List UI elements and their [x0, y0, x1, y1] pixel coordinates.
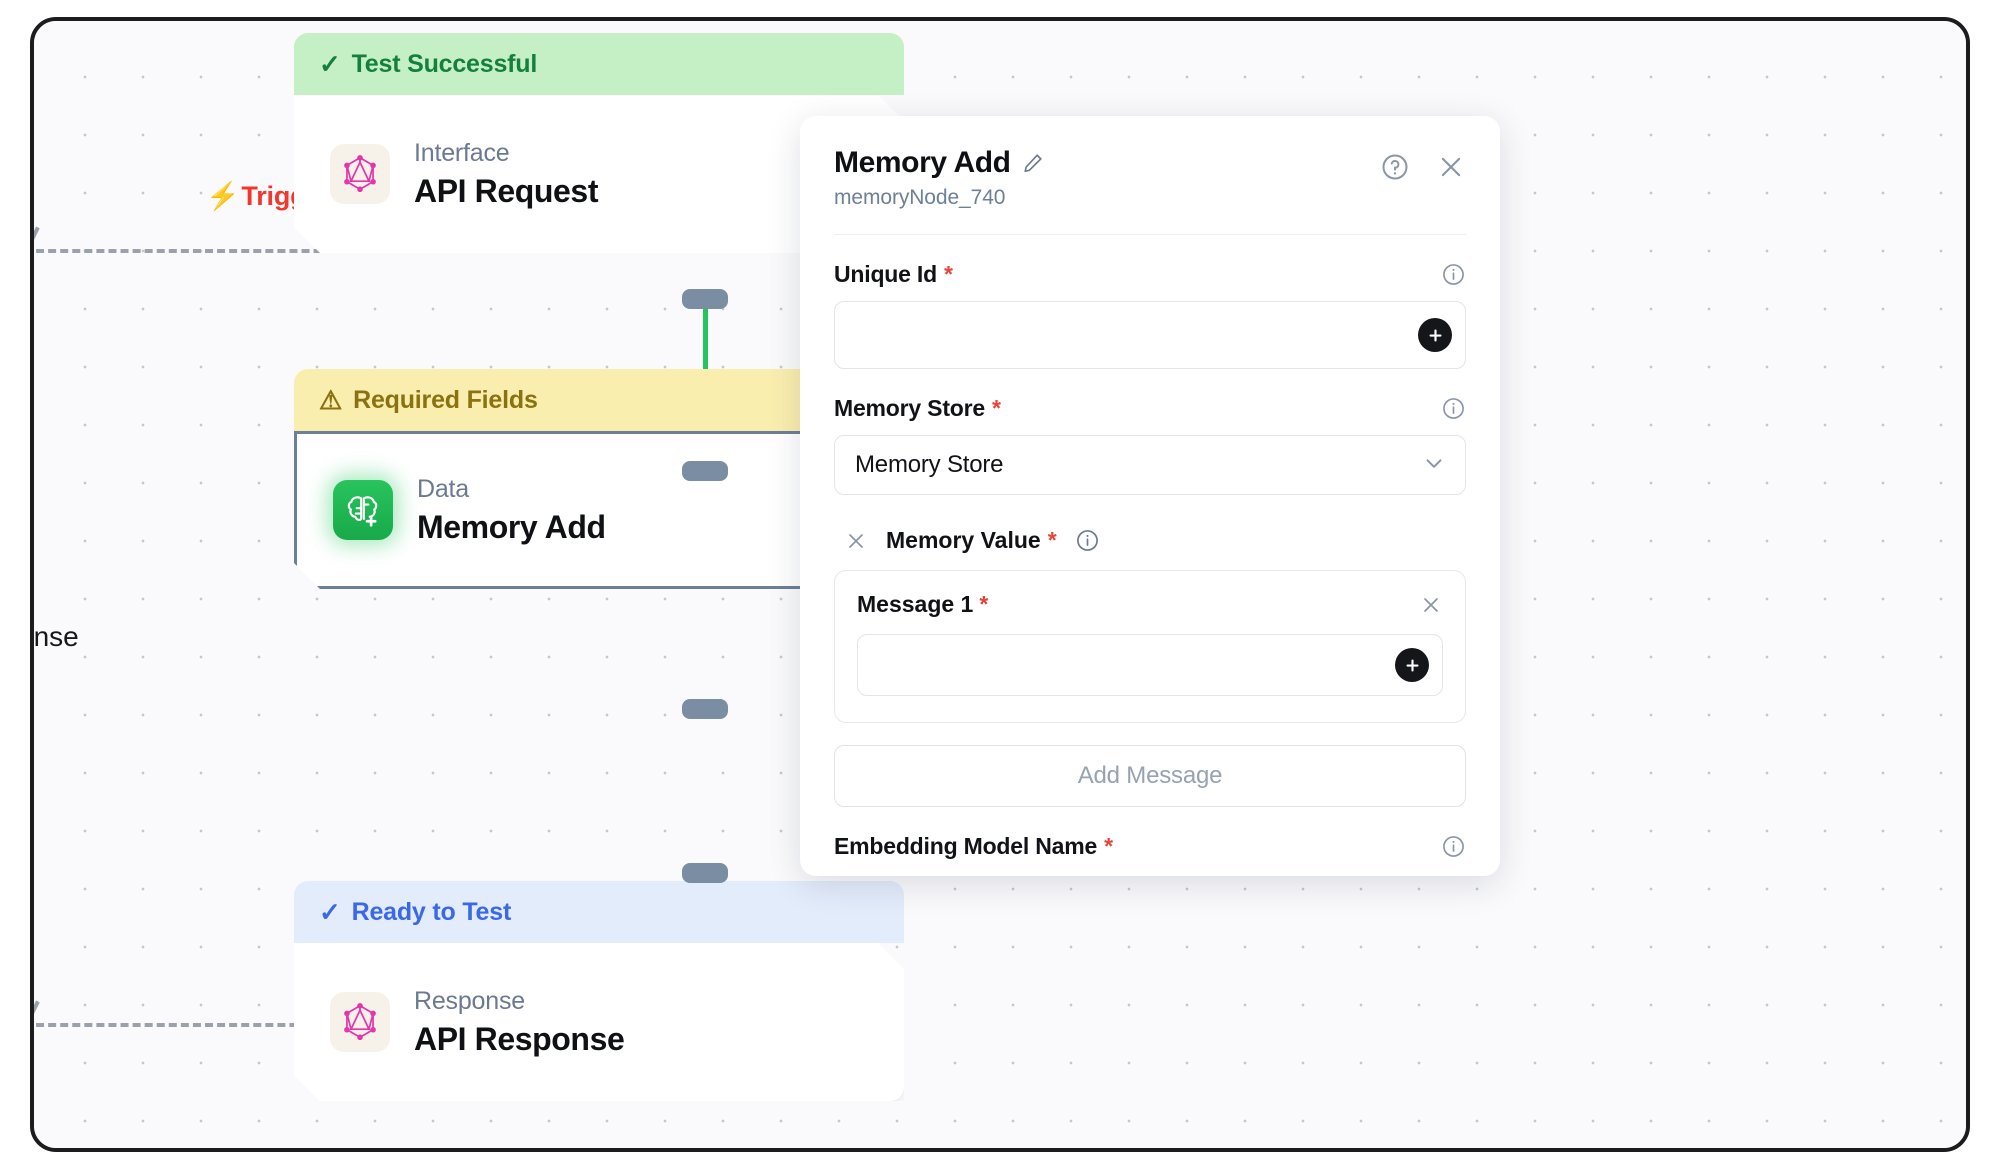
- response-edge: [34, 1023, 394, 1027]
- node-kind: Data: [417, 474, 470, 503]
- panel-divider: [834, 234, 1466, 235]
- panel-title: Memory Add: [834, 146, 1011, 179]
- node-text-api-request: Interface API Request: [414, 139, 598, 210]
- plus-icon[interactable]: [1418, 318, 1452, 352]
- plus-icon[interactable]: [1395, 648, 1429, 682]
- chevron-down-icon[interactable]: [1421, 450, 1447, 481]
- node-handle-target-2[interactable]: [682, 461, 728, 481]
- node-name: API Request: [414, 172, 599, 209]
- node-kind: Interface: [414, 138, 510, 167]
- node-status-label: Ready to Test: [351, 897, 512, 926]
- info-icon[interactable]: [1075, 528, 1100, 553]
- info-icon[interactable]: [1441, 262, 1466, 287]
- bolt-icon: ⚡: [206, 181, 240, 211]
- info-icon[interactable]: [1441, 834, 1466, 859]
- required-marker: *: [979, 591, 989, 617]
- memory-value-label: Memory Value *: [886, 527, 1057, 553]
- info-icon[interactable]: [1441, 396, 1466, 421]
- message-1-input[interactable]: [857, 634, 1443, 696]
- node-status-label: Test Successful: [351, 49, 538, 78]
- add-message-button[interactable]: Add Message: [834, 745, 1466, 807]
- memory-store-selected-value: Memory Store: [855, 451, 1004, 478]
- message-1-label: Message 1 *: [857, 591, 989, 617]
- panel-header: Memory Add memoryNode_740: [834, 146, 1466, 210]
- field-memory-store: Memory Store * Memory Store: [834, 395, 1466, 495]
- node-name: Memory Add: [417, 508, 606, 545]
- question-circle-icon[interactable]: [1380, 152, 1410, 182]
- flow-canvas[interactable]: ⚡ Trigger onse ✓ Test Successful: [34, 21, 1966, 1148]
- node-handle-target-3[interactable]: [682, 863, 728, 883]
- required-marker: *: [943, 261, 953, 287]
- node-handle-source-2[interactable]: [682, 699, 728, 719]
- brain-plus-icon: [333, 480, 393, 540]
- panel-subtitle: memoryNode_740: [834, 186, 1006, 209]
- trigger-edge-curl: [34, 226, 67, 260]
- unique-id-input[interactable]: [834, 301, 1466, 369]
- node-settings-panel[interactable]: Memory Add memoryNode_740: [800, 116, 1500, 876]
- message-1-remove-icon[interactable]: [1419, 593, 1443, 617]
- check-icon: ✓: [319, 896, 341, 927]
- warning-triangle-icon: ⚠: [319, 384, 343, 415]
- clipped-response-label: onse: [33, 621, 79, 652]
- node-status-ready-to-test: ✓ Ready to Test: [294, 881, 904, 943]
- check-icon: ✓: [319, 48, 341, 79]
- node-text-api-response: Response API Response: [414, 987, 624, 1058]
- unique-id-label: Unique Id *: [834, 261, 953, 287]
- node-kind: Response: [414, 986, 525, 1015]
- close-icon[interactable]: [1436, 152, 1466, 182]
- node-name: API Response: [414, 1020, 625, 1057]
- pencil-icon[interactable]: [1022, 152, 1044, 174]
- required-marker: *: [1104, 833, 1113, 859]
- memory-value-header: Memory Value *: [834, 527, 1466, 554]
- embedding-model-name-label: Embedding Model Name *: [834, 833, 1113, 859]
- required-marker: *: [991, 395, 1001, 421]
- node-handle-source-1[interactable]: [682, 289, 728, 309]
- memory-store-label: Memory Store *: [834, 395, 1001, 421]
- field-unique-id: Unique Id *: [834, 261, 1466, 369]
- field-embedding-model-name: Embedding Model Name *: [834, 833, 1466, 860]
- graphql-icon: [330, 144, 390, 204]
- node-api-response[interactable]: ✓ Ready to Test: [294, 881, 904, 1101]
- memory-store-select[interactable]: Memory Store: [834, 435, 1466, 495]
- node-body-api-response[interactable]: Response API Response: [294, 943, 904, 1101]
- graphql-icon: [330, 992, 390, 1052]
- memory-value-remove-icon[interactable]: [844, 529, 868, 553]
- required-marker: *: [1047, 527, 1057, 553]
- node-text-memory-add: Data Memory Add: [417, 475, 606, 546]
- response-edge-curl: [34, 1000, 67, 1034]
- node-status-test-successful: ✓ Test Successful: [294, 33, 904, 95]
- message-card: Message 1 *: [834, 570, 1466, 723]
- trigger-edge: [34, 249, 394, 253]
- node-status-label: Required Fields: [353, 385, 538, 414]
- app-window: ⚡ Trigger onse ✓ Test Successful: [30, 17, 1970, 1152]
